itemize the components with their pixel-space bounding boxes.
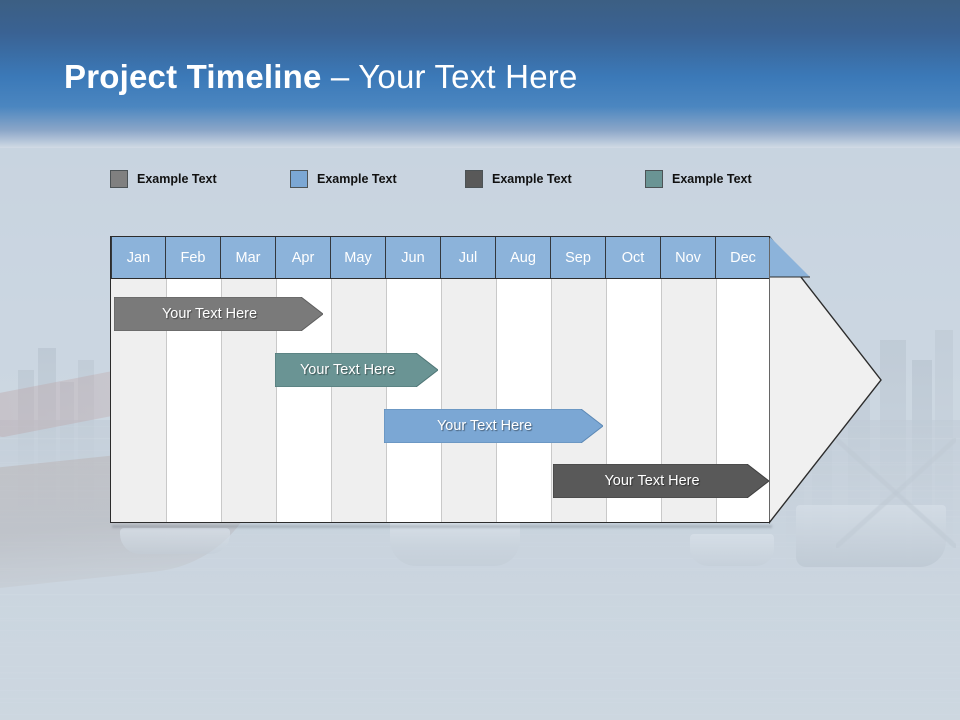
timeline-bar-label: Your Text Here — [436, 418, 533, 434]
month-header-jan[interactable]: Jan — [111, 237, 166, 278]
month-header-dec[interactable]: Dec — [716, 237, 769, 278]
month-header-aug[interactable]: Aug — [496, 237, 551, 278]
legend-item-4[interactable]: Example Text — [645, 170, 752, 188]
page-title-strong: Project Timeline — [64, 58, 322, 95]
timeline-bar-label: Your Text Here — [299, 362, 396, 378]
legend-label: Example Text — [672, 172, 752, 186]
timeline-bar-1[interactable]: Your Text Here — [114, 297, 323, 331]
timeline-column-divider — [441, 237, 442, 522]
timeline-column-aug — [496, 237, 551, 522]
legend-swatch-icon — [465, 170, 483, 188]
legend-swatch-icon — [290, 170, 308, 188]
legend-swatch-icon — [645, 170, 663, 188]
timeline-bar-4[interactable]: Your Text Here — [553, 464, 769, 498]
timeline-column-divider — [496, 237, 497, 522]
month-header-apr[interactable]: Apr — [276, 237, 331, 278]
timeline-column-mar — [221, 237, 276, 522]
timeline-column-feb — [166, 237, 221, 522]
title-banner: Project Timeline – Your Text Here — [0, 0, 960, 148]
timeline-arrow-head — [769, 236, 882, 524]
month-header-sep[interactable]: Sep — [551, 237, 606, 278]
legend-swatch-icon — [110, 170, 128, 188]
timeline-bar-3[interactable]: Your Text Here — [384, 409, 603, 443]
timeline-drop-shadow — [112, 525, 772, 528]
timeline-column-divider — [551, 237, 552, 522]
month-header-may[interactable]: May — [331, 237, 386, 278]
month-header-jul[interactable]: Jul — [441, 237, 496, 278]
legend-label: Example Text — [492, 172, 572, 186]
legend-item-3[interactable]: Example Text — [465, 170, 572, 188]
timeline-column-divider — [166, 237, 167, 522]
timeline-bar-2[interactable]: Your Text Here — [275, 353, 438, 387]
page-title: Project Timeline – Your Text Here — [64, 58, 578, 96]
timeline-bar-label: Your Text Here — [604, 473, 700, 489]
month-header-jun[interactable]: Jun — [386, 237, 441, 278]
legend-label: Example Text — [137, 172, 217, 186]
timeline-column-divider — [221, 237, 222, 522]
month-header-mar[interactable]: Mar — [221, 237, 276, 278]
month-header-nov[interactable]: Nov — [661, 237, 716, 278]
month-header-feb[interactable]: Feb — [166, 237, 221, 278]
timeline-column-jan — [111, 237, 166, 522]
legend: Example Text Example Text Example Text Exam… — [110, 170, 810, 194]
legend-item-1[interactable]: Example Text — [110, 170, 217, 188]
timeline-column-divider — [606, 237, 607, 522]
timeline-bar-label: Your Text Here — [161, 306, 258, 322]
timeline-column-divider — [661, 237, 662, 522]
page-title-light: – Your Text Here — [321, 58, 578, 95]
timeline-header-underline — [111, 278, 769, 279]
timeline-column-jul — [441, 237, 496, 522]
timeline-column-divider — [716, 237, 717, 522]
legend-item-2[interactable]: Example Text — [290, 170, 397, 188]
month-header-oct[interactable]: Oct — [606, 237, 661, 278]
legend-label: Example Text — [317, 172, 397, 186]
